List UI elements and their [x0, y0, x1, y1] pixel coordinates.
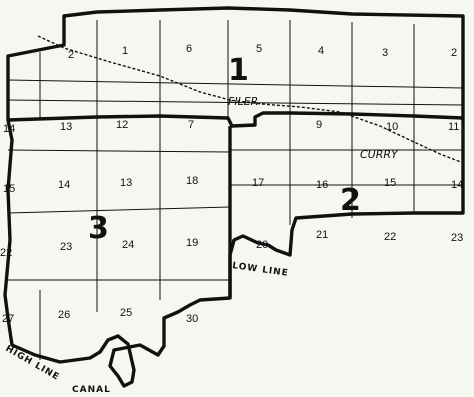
high-line-label: HIGH LINE — [4, 344, 62, 383]
section-number: 13 — [120, 177, 132, 189]
town-label-curry: CURRY — [360, 148, 399, 161]
section-number: 18 — [186, 175, 198, 187]
grid-line — [7, 79, 464, 89]
section-number: 17 — [252, 177, 264, 189]
canal-label: CANAL — [72, 385, 111, 395]
section-number: 7 — [188, 119, 194, 131]
zone-label-1: 1 — [228, 53, 249, 88]
zone-label-2: 2 — [340, 183, 361, 218]
section-number: 12 — [116, 119, 128, 131]
section-number: 23 — [60, 241, 72, 253]
section-number: 14 — [58, 179, 70, 191]
section-number: 10 — [386, 121, 398, 133]
railroad-line — [37, 35, 467, 165]
section-number: 22 — [0, 247, 12, 259]
section-number: 1 — [122, 45, 128, 57]
outer-boundary — [3, 6, 465, 388]
zone-boundaries — [3, 6, 465, 388]
section-number: 14 — [451, 179, 463, 191]
section-number: 2 — [68, 49, 74, 61]
low-line-label: LOW LINE — [232, 261, 290, 279]
section-number: 30 — [186, 313, 198, 325]
section-number: 15 — [3, 183, 15, 195]
section-number: 21 — [316, 229, 328, 241]
grid-line — [7, 206, 231, 214]
section-number: 2 — [451, 47, 457, 59]
section-number: 27 — [2, 313, 14, 325]
section-number: 25 — [120, 307, 132, 319]
section-number: 20 — [256, 239, 268, 251]
section-number: 4 — [318, 45, 324, 57]
section-number: 14 — [3, 123, 15, 135]
section-number: 13 — [60, 121, 72, 133]
section-number: 11 — [448, 121, 459, 133]
grid-line — [7, 99, 464, 106]
zone1-boundary — [7, 111, 464, 128]
section-numbers: 2 1 6 5 4 3 2 14 13 12 7 9 10 11 15 14 1… — [0, 43, 463, 325]
section-number: 16 — [316, 179, 328, 191]
section-number: 22 — [384, 231, 396, 243]
section-number: 24 — [122, 239, 134, 251]
section-number: 5 — [256, 43, 262, 55]
zone-label-3: 3 — [88, 211, 109, 246]
grid-line — [7, 149, 231, 153]
section-number: 15 — [384, 177, 396, 189]
section-number: 6 — [186, 43, 192, 55]
section-number: 26 — [58, 309, 70, 321]
section-number: 3 — [382, 47, 388, 59]
section-number: 19 — [186, 237, 198, 249]
section-grid — [7, 20, 464, 360]
town-label-filer: FILER — [228, 95, 258, 108]
section-number: 9 — [316, 119, 322, 131]
section-number: 23 — [451, 232, 463, 244]
